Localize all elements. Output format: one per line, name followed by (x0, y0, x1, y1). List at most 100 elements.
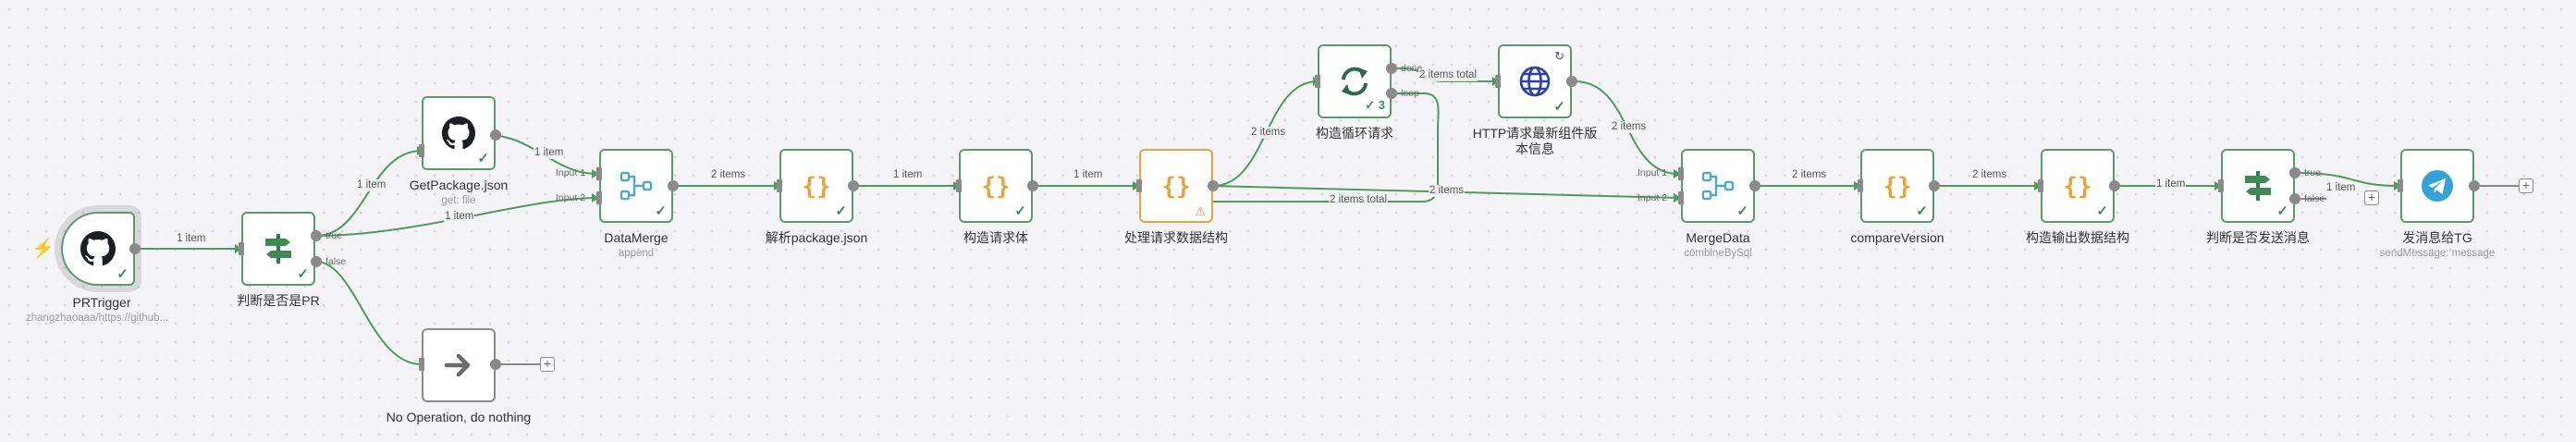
node-title: No Operation, do nothing (386, 410, 532, 424)
output-handle-false[interactable] (2289, 193, 2300, 204)
globe-icon (1500, 46, 1570, 117)
port-label-false: false (2304, 193, 2325, 204)
merge-icon (601, 151, 671, 221)
edge-is-pr-true-get-package[interactable] (315, 150, 423, 237)
github-icon (423, 98, 494, 168)
output-handle-true[interactable] (2289, 167, 2300, 178)
success-check-icon: ✓ (297, 266, 309, 282)
edge-label: 1 item (356, 179, 387, 191)
add-node-button[interactable]: + (2519, 178, 2533, 193)
node-title: PRTrigger (72, 295, 131, 310)
add-connector-line (2480, 185, 2519, 187)
svg-text:{}: {} (1883, 173, 1911, 201)
input-handle[interactable] (239, 242, 244, 255)
output-handle[interactable] (668, 180, 679, 191)
output-handle[interactable] (1749, 180, 1760, 191)
output-handle[interactable] (1027, 180, 1038, 191)
node-http-request[interactable]: ↻ ✓ (1498, 44, 1572, 118)
node-noop[interactable] (422, 328, 496, 402)
node-subtitle: sendMessage: message (2379, 248, 2496, 259)
output-handle[interactable] (490, 129, 501, 141)
add-node-button[interactable]: + (2364, 190, 2379, 205)
input-handle[interactable] (777, 179, 782, 192)
port-label-input2: Input 2 (1638, 192, 1668, 203)
input-handle-1[interactable] (1678, 167, 1684, 180)
input-handle[interactable] (1495, 75, 1501, 88)
input-handle-2[interactable] (596, 191, 602, 204)
edge-should-send-true-tg[interactable] (2294, 172, 2399, 187)
output-handle-loop[interactable] (1386, 88, 1397, 99)
input-handle[interactable] (2398, 179, 2403, 192)
input-handle[interactable] (2038, 179, 2043, 192)
edge-is-pr-false-noop[interactable] (315, 261, 423, 365)
input-handle[interactable] (1136, 179, 1142, 192)
input-handle[interactable] (956, 179, 962, 192)
edge-label: 1 item (534, 147, 565, 159)
port-label-true: true (325, 230, 343, 241)
output-handle[interactable] (129, 243, 141, 254)
node-title: MergeData (1686, 230, 1750, 245)
success-check-icon: ✓ (1736, 203, 1748, 219)
node-title: HTTP请求最新组件版本信息 (1472, 126, 1598, 156)
input-handle[interactable] (2218, 179, 2224, 192)
output-handle-false[interactable] (311, 256, 322, 267)
if-icon (243, 214, 313, 284)
input-handle[interactable] (419, 144, 424, 157)
node-title: GetPackage.json (409, 178, 509, 192)
input-handle-2[interactable] (1678, 191, 1684, 204)
input-handle[interactable] (1858, 179, 1863, 192)
node-build-loop[interactable]: ✓ 3 (1318, 44, 1392, 118)
node-title: 构造循环请求 (1316, 126, 1393, 141)
node-compare-version[interactable]: {} ✓ (1860, 149, 1934, 223)
output-handle[interactable] (2109, 180, 2120, 191)
node-build-output[interactable]: {} ✓ (2041, 149, 2115, 223)
node-title: 构造输出数据结构 (2026, 230, 2129, 245)
svg-text:{}: {} (1161, 173, 1190, 201)
node-prtrigger[interactable]: ✓ (61, 212, 135, 286)
node-send-tg[interactable] (2400, 149, 2474, 223)
loop-icon (1319, 46, 1390, 117)
node-get-package[interactable]: ✓ (422, 96, 496, 170)
node-title: compareVersion (1850, 230, 1944, 245)
add-node-button[interactable]: + (540, 357, 555, 372)
output-handle-true[interactable] (311, 230, 322, 241)
input-handle-1[interactable] (596, 167, 602, 180)
node-subtitle: append (618, 248, 655, 259)
telegram-icon (2402, 151, 2472, 221)
success-check-icon: ✓ (2096, 203, 2108, 219)
input-handle[interactable] (1315, 75, 1320, 88)
node-title: 解析package.json (765, 230, 868, 245)
edge-label: 1 item (1073, 169, 1104, 181)
output-handle-done[interactable] (1386, 63, 1397, 74)
success-check-icon: ✓ (1916, 203, 1928, 219)
arrowhead (592, 169, 599, 178)
github-icon (63, 214, 133, 284)
node-data-merge[interactable]: ✓ (599, 149, 673, 223)
node-build-body[interactable]: {} ✓ (959, 149, 1033, 223)
output-handle[interactable] (2469, 180, 2480, 191)
warning-icon[interactable]: ⚠ (1195, 204, 1206, 218)
node-merge-data[interactable]: ✓ (1681, 149, 1755, 223)
arrow-right-icon (423, 330, 494, 400)
node-parse-package[interactable]: {} ✓ (779, 149, 853, 223)
output-handle[interactable] (490, 359, 501, 370)
edge-label: 1 item (892, 169, 924, 181)
port-label-loop: loop (1401, 88, 1419, 99)
edge-label: 2 items (710, 169, 747, 181)
success-check-icon: ✓ (477, 151, 489, 166)
node-is-pr[interactable]: ✓ (241, 212, 315, 286)
success-check-icon: ✓ (117, 266, 129, 282)
node-title: 发消息给TG (2402, 230, 2472, 245)
output-handle[interactable] (1929, 180, 1940, 191)
output-handle[interactable] (848, 180, 859, 191)
edge-label: 1 item (2155, 178, 2187, 190)
output-handle[interactable] (1208, 180, 1219, 191)
output-handle[interactable] (1566, 76, 1577, 87)
node-title: DataMerge (604, 230, 669, 245)
edge-label: 2 items total (1418, 69, 1478, 81)
node-should-send[interactable]: ✓ (2221, 149, 2295, 223)
input-handle[interactable] (419, 358, 424, 371)
port-label-done: done (1401, 63, 1423, 74)
node-process-request[interactable]: {} ⚠ (1139, 149, 1213, 223)
success-check-icon: ✓ (835, 203, 847, 219)
